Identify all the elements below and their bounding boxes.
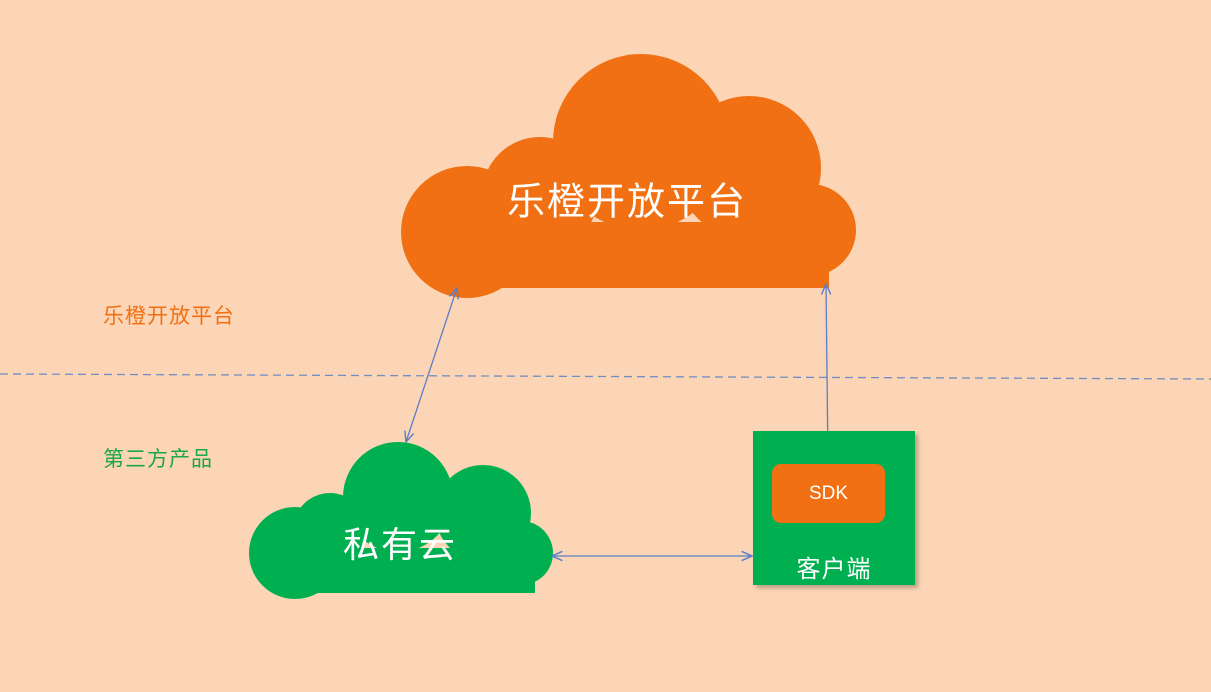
layer-label-third-party: 第三方产品	[103, 447, 213, 471]
private-cloud-label: 私有云	[342, 525, 458, 566]
open-platform-label: 乐橙开放平台	[506, 179, 748, 224]
layer-divider	[0, 373, 1211, 380]
client-label: 客户端	[796, 555, 872, 583]
client-box: SDK 客户端	[753, 431, 915, 585]
layer-label-open-platform: 乐橙开放平台	[103, 304, 235, 328]
private-cloud-shape	[249, 442, 553, 599]
connector-platform-private	[406, 288, 457, 442]
sdk-box: SDK	[772, 464, 885, 523]
open-platform-cloud	[401, 54, 856, 298]
